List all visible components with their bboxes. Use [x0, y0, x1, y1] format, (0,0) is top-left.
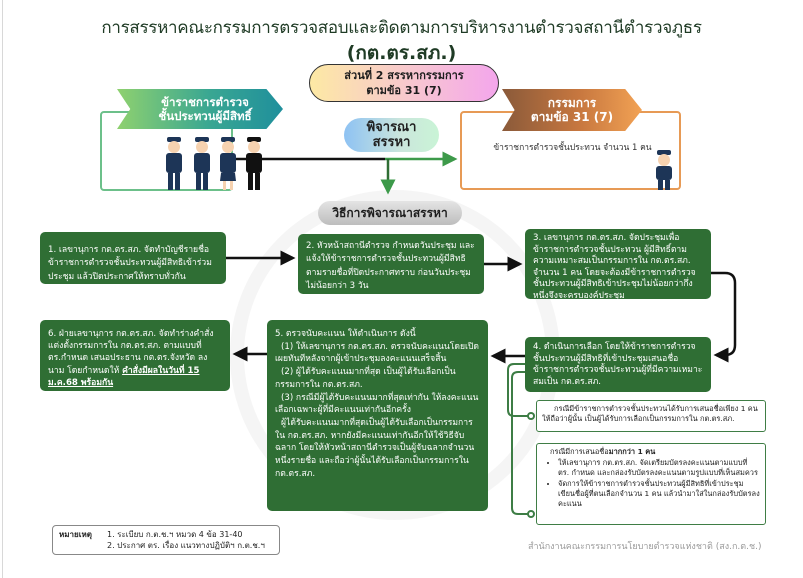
remarks-box: หมายเหตุ 1. ระเบียบ ก.ต.ช.ฯ หมวด 4 ข้อ 3…: [52, 525, 280, 555]
part-badge: ส่วนที่ 2 สรรหากรรมการ ตามข้อ 31 (7): [309, 64, 499, 102]
part-badge-line1: ส่วนที่ 2 สรรหากรรมการ: [344, 69, 464, 82]
remarks-label: หมายเหตุ: [59, 530, 92, 539]
page-title: การสรรหาคณะกรรมการตรวจสอบและติดตามการบริ…: [101, 18, 702, 38]
step-5-item-2: (2) ผู้ได้รับคะแนนมากที่สุด เป็นผู้ได้รั…: [275, 367, 456, 390]
committee-member-description: ข้าราชการตำรวจชั้นประทวน จำนวน 1 คน: [493, 143, 652, 153]
branch-connectors: [507, 363, 535, 518]
ribbon-line2: ชั้นประทวนผู้มีสิทธิ์: [158, 109, 252, 123]
multi-note-item: จัดการให้ข้าราชการตำรวจชั้นประทวนผู้มีสิ…: [558, 479, 760, 509]
part-badge-line2: ตามข้อ 31 (7): [366, 84, 442, 97]
remarks-item: 1. ระเบียบ ก.ต.ช.ฯ หมวด 4 ข้อ 31-40: [107, 530, 243, 539]
step-1-box: 1. เลขานุการ กต.ตร.สภ. จัดทำบัญชีรายชื่อ…: [40, 232, 226, 284]
ribbon-line1: ข้าราชการตำรวจ: [161, 95, 249, 109]
multi-nominee-note: กรณีมีการเสนอชื่อมากกว่า 1 คน ให้เลขานุก…: [536, 443, 766, 525]
step-2-box: 2. หัวหน้าสถานีตำรวจ กำหนดวันประชุม และแ…: [298, 234, 484, 294]
consider-line2: สรรหา: [372, 135, 411, 150]
single-note-line1: กรณีมีข้าราชการตำรวจชั้นประทวนได้รับการเ…: [554, 404, 758, 413]
step-5-box: 5. ตรวจนับคะแนน ให้ดำเนินการ ดังนี้ (1) …: [267, 320, 488, 511]
step-5-item-4: ผู้ได้รับคะแนนมากที่สุดเป็นผู้ได้รับเลือ…: [275, 417, 475, 479]
step-6-box: 6. ฝ่ายเลขานุการ กต.ตร.สภ. จัดทำร่างคำสั…: [40, 320, 230, 391]
step-6-emphasis: คำสั่งมีผลในวันที่ 15 ม.ค.68 พร้อมกัน: [48, 365, 200, 388]
consider-recruit-pill: พิจารณา สรรหา: [344, 118, 439, 152]
step-5-heading: 5. ตรวจนับคะแนน ให้ดำเนินการ ดังนี้: [275, 329, 416, 339]
single-note-line2: ให้ถือว่าผู้นั้น เป็นผู้ได้รับการเลือกเป…: [542, 414, 735, 423]
step-5-item-3: (3) กรณีมีผู้ได้รับคะแนนมากที่สุดเท่ากัน…: [275, 392, 479, 416]
multi-note-heading-bold: มากกว่า 1 คน: [608, 447, 656, 456]
arrow-step3-to-step4: [711, 271, 737, 363]
committee-member-ribbon: กรรมการ ตามข้อ 31 (7): [502, 89, 642, 131]
ribbon-line1: กรรมการ: [547, 96, 597, 110]
single-nominee-note: กรณีมีข้าราชการตำรวจชั้นประทวนได้รับการเ…: [536, 400, 766, 432]
eligible-officers-ribbon: ข้าราชการตำรวจ ชั้นประทวนผู้มีสิทธิ์: [117, 89, 283, 129]
step-4-box: 4. ดำเนินการเลือก โดยให้ข้าราชการตำรวจชั…: [525, 337, 711, 392]
multi-note-heading: กรณีมีการเสนอชื่อมากกว่า 1 คน: [542, 447, 760, 457]
left-edge-divider: [2, 0, 3, 578]
police-officers-icon: [166, 137, 262, 190]
multi-note-heading-prefix: กรณีมีการเสนอชื่อ: [550, 447, 609, 456]
consider-line1: พิจารณา: [366, 120, 417, 135]
ribbon-line2: ตามข้อ 31 (7): [530, 110, 614, 124]
step-6-text: 6. ฝ่ายเลขานุการ กต.ตร.สภ. จัดทำร่างคำสั…: [48, 329, 214, 376]
footer-organization: สำนักงานคณะกรรมการนโยบายตำรวจแห่งชาติ (ส…: [528, 542, 762, 552]
multi-note-item: ให้เลขานุการ กต.ตร.สภ. จัดเตรียมบัตรลงคะ…: [558, 458, 760, 478]
police-officer-icon: [656, 150, 672, 190]
method-heading: วิธีการพิจารณาสรรหา: [318, 201, 462, 225]
multi-note-list: ให้เลขานุการ กต.ตร.สภ. จัดเตรียมบัตรลงคะ…: [542, 458, 760, 509]
remarks-item: 2. ประกาศ ตร. เรื่อง แนวทางปฏิบัติฯ ก.ต.…: [107, 541, 265, 550]
step-5-item-1: (1) ให้เลขานุการ กต.ตร.สภ. ตรวจนับคะแนนโ…: [275, 341, 479, 365]
step-3-box: 3. เลขานุการ กต.ตร.สภ. จัดประชุมเพื่อข้า…: [525, 229, 711, 301]
page-subtitle: (กต.ตร.สภ.): [346, 42, 457, 64]
